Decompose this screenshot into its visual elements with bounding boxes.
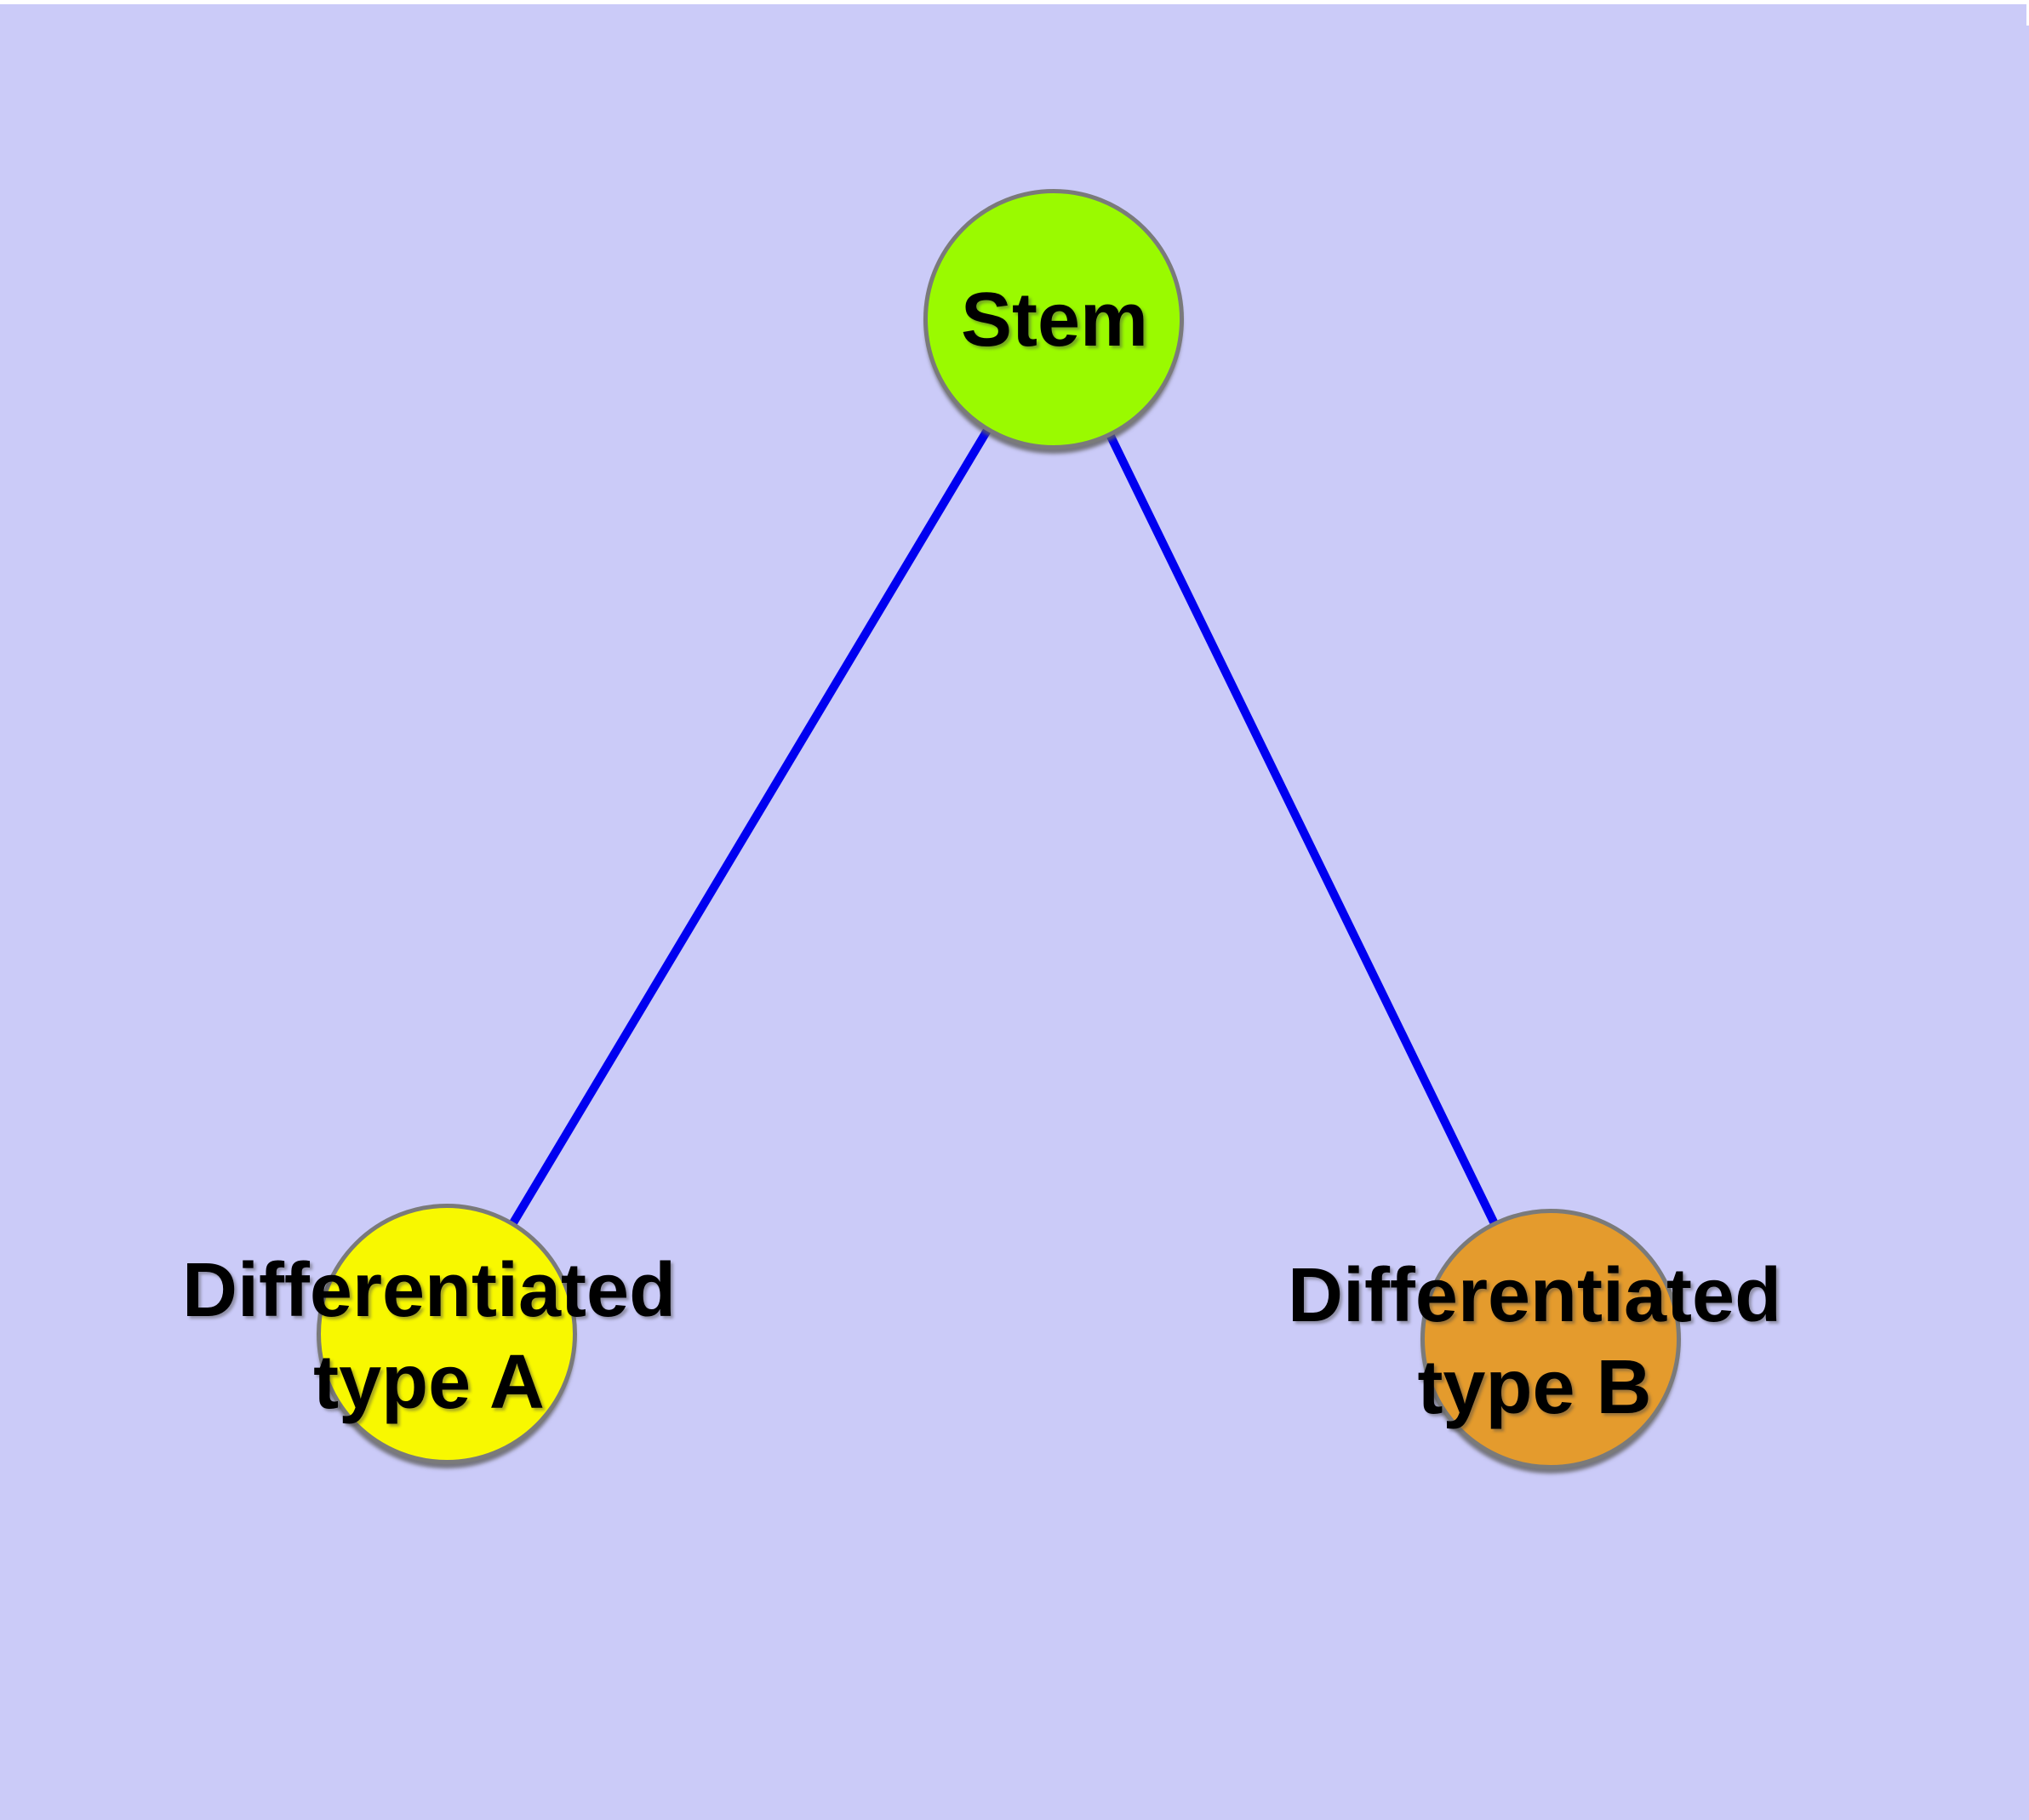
edge-stem-to-type-b [1049,317,1555,1342]
node-differentiated-type-b [1420,1209,1681,1469]
edge-stem-to-type-a [443,317,1058,1336]
node-type-a-label: Differentiated type A [182,1245,676,1428]
node-type-b-label: Differentiated type B [1288,1250,1781,1434]
node-differentiated-type-a [317,1204,577,1464]
node-type-a-label-line2: type A [313,1340,545,1425]
node-stem [923,189,1184,449]
top-margin-strip [0,0,2029,4]
node-stem-label: Stem [960,278,1149,363]
right-margin-strip [2026,0,2029,26]
node-type-a-label-line1: Differentiated [181,1248,677,1333]
node-type-b-label-line2: type B [1417,1345,1652,1430]
node-type-b-label-line1: Differentiated [1287,1253,1782,1338]
